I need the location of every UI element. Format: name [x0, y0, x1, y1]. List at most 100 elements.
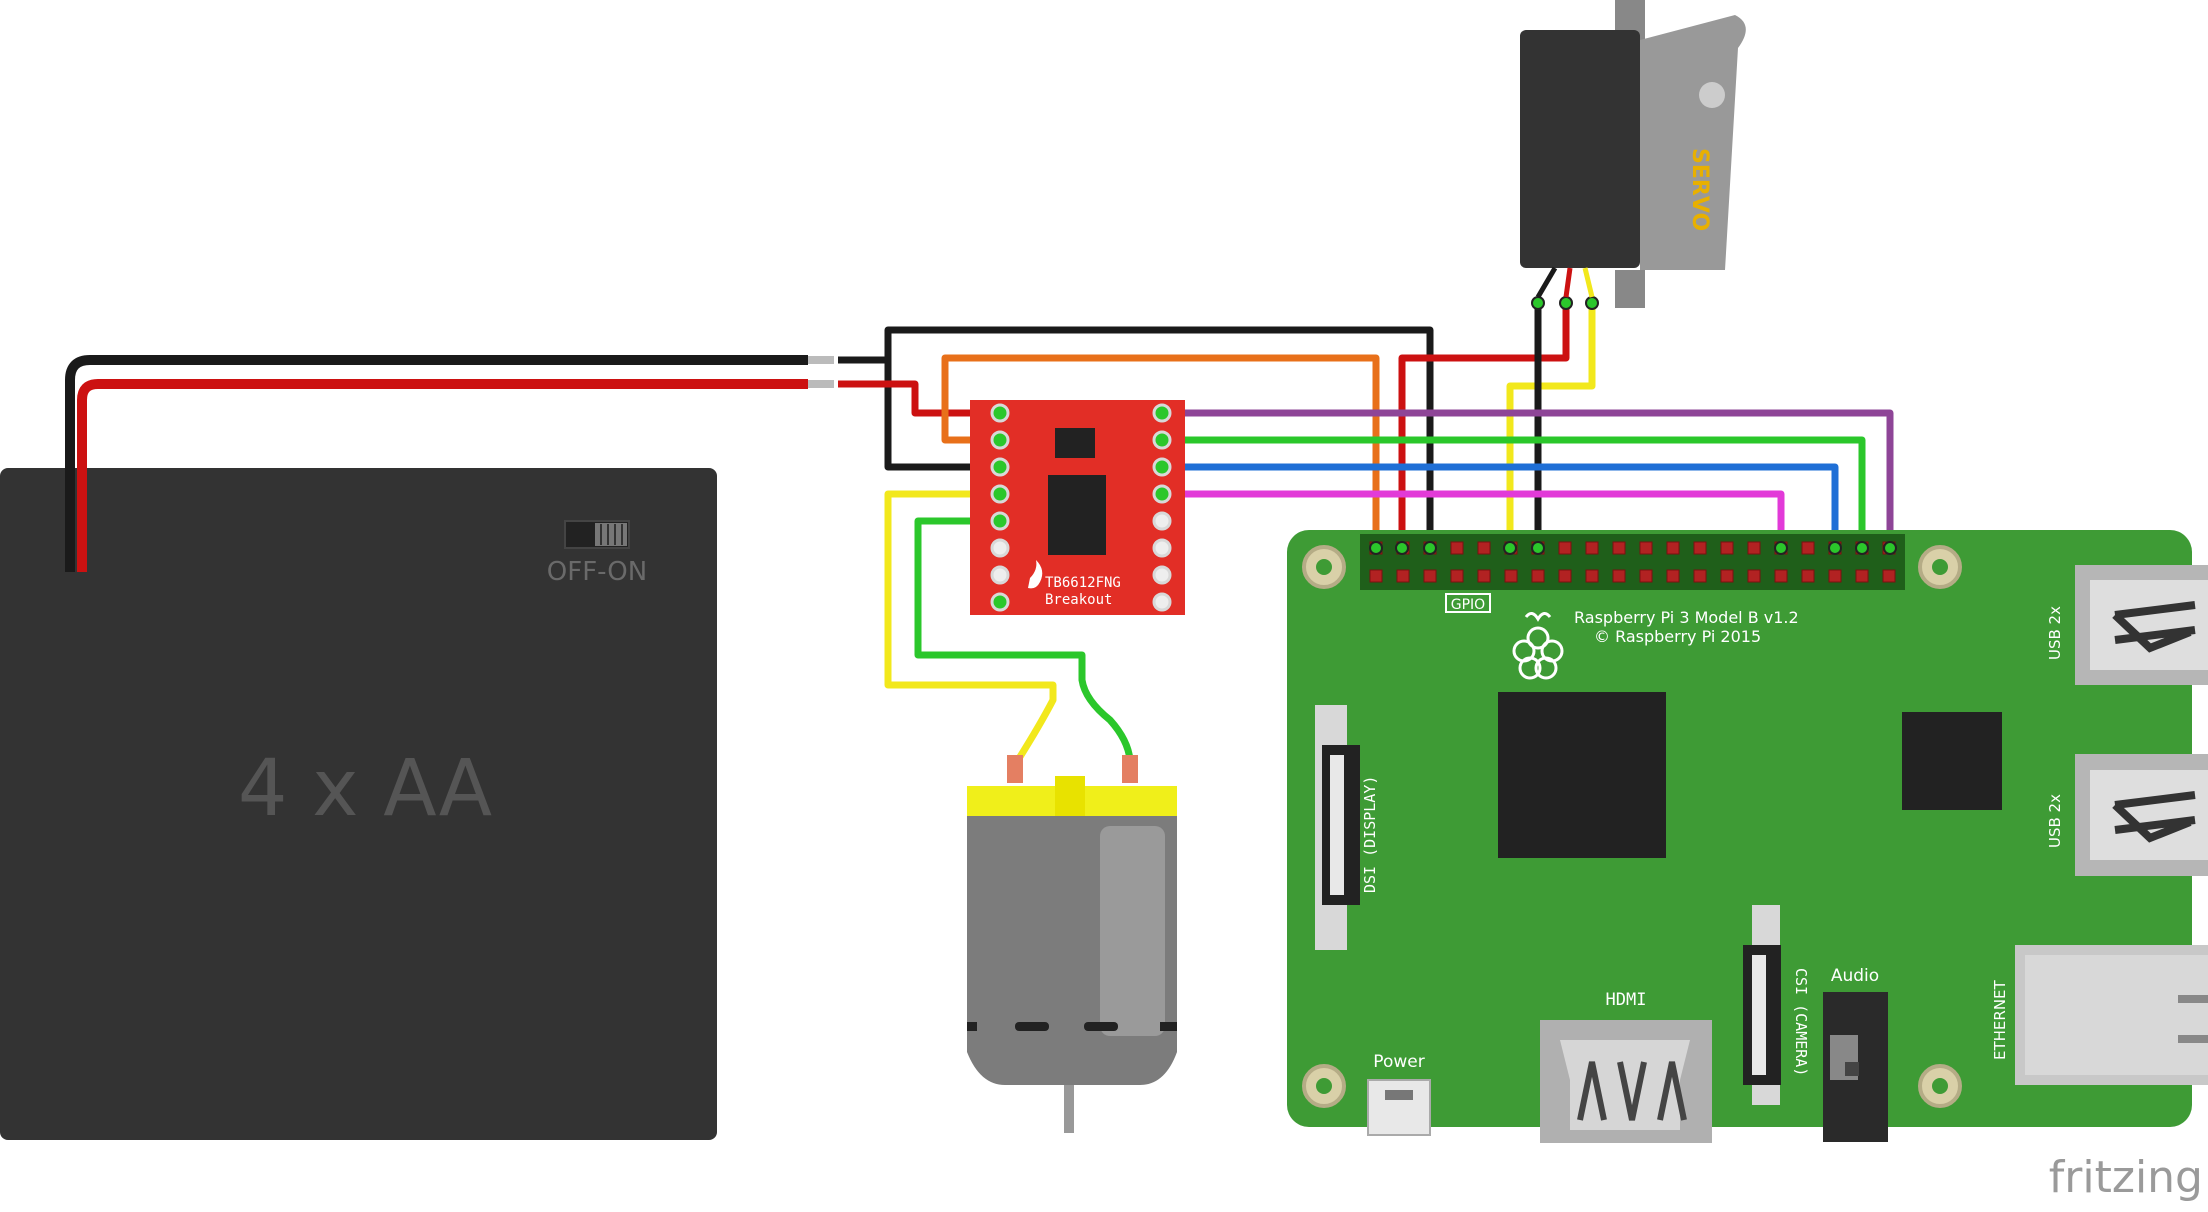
- lead-tip-red: [808, 380, 834, 388]
- power-label: Power: [1373, 1052, 1424, 1072]
- gpio-pin[interactable]: [1423, 569, 1437, 583]
- wire-green-motor: [914, 517, 1134, 761]
- wire-black-ground: [838, 326, 1434, 548]
- ethernet-label: ETHERNET: [1991, 979, 2009, 1060]
- usb-port-top[interactable]: [2075, 565, 2208, 685]
- servo-lead-yellow: [1582, 267, 1595, 298]
- motor-shaft: [1064, 1085, 1074, 1133]
- wire-black-ground-stub: [884, 360, 1000, 471]
- gpio-pin[interactable]: [1747, 541, 1761, 555]
- dc-motor: [967, 755, 1177, 1133]
- servo-lead-red: [1563, 267, 1573, 298]
- servo: SERVO: [1520, 0, 1746, 310]
- gpio-pin[interactable]: [1720, 541, 1734, 555]
- csi-label: CSI (CAMERA): [1792, 968, 1810, 1076]
- wire-green-pi: [1162, 436, 1866, 548]
- driver-name-line2: Breakout: [1045, 592, 1112, 608]
- gpio-pin[interactable]: [1477, 541, 1491, 555]
- motor-can-highlight: [1100, 826, 1165, 1036]
- gpio-pin[interactable]: [1450, 541, 1464, 555]
- power-port[interactable]: [1367, 1079, 1431, 1136]
- dsi-connector: [1315, 705, 1360, 950]
- pi-copyright-text: © Raspberry Pi 2015: [1594, 627, 1761, 646]
- lan-chip: [1902, 712, 2002, 810]
- hdmi-port[interactable]: [1540, 1020, 1712, 1143]
- wire-yellow-motor: [884, 490, 1057, 762]
- gpio-pin[interactable]: [1666, 569, 1680, 583]
- gpio-pin[interactable]: [1504, 569, 1518, 583]
- hdmi-label: HDMI: [1606, 990, 1647, 1010]
- gpio-pin[interactable]: [1828, 569, 1842, 583]
- battery-switch[interactable]: [564, 520, 630, 549]
- usb-label-top: USB 2x: [2046, 606, 2064, 660]
- gpio-pin[interactable]: [1531, 569, 1545, 583]
- motor-slot-2: [1084, 1022, 1118, 1031]
- gpio-pin[interactable]: [1666, 541, 1680, 555]
- gpio-pin[interactable]: [1558, 541, 1572, 555]
- driver-pins-right[interactable]: [1152, 403, 1172, 612]
- battery-body: [0, 468, 717, 1140]
- wire-red-5v: [1398, 303, 1570, 548]
- gpio-pin[interactable]: [1639, 569, 1653, 583]
- usb-port-bottom[interactable]: [2075, 754, 2208, 876]
- motor-slot-1: [1015, 1022, 1049, 1031]
- wire-red-vm: [838, 380, 1000, 417]
- motor-slot-3: [967, 1022, 977, 1031]
- motor-terminal-left: [1007, 755, 1023, 783]
- audio-label: Audio: [1831, 966, 1879, 986]
- gpio-pin[interactable]: [1774, 569, 1788, 583]
- raspberry-logo-icon: [1512, 612, 1564, 680]
- driver-name-line1: TB6612FNG: [1045, 575, 1121, 591]
- wire-orange: [941, 354, 1380, 548]
- battery-red-lead: [77, 379, 808, 572]
- gpio-pin[interactable]: [1558, 569, 1572, 583]
- pi-pcb: [1287, 530, 2192, 1127]
- driver-chip: [1048, 475, 1106, 555]
- gpio-pin[interactable]: [1639, 541, 1653, 555]
- motor-cap-tab: [1055, 776, 1085, 821]
- gpio-pin[interactable]: [1369, 569, 1383, 583]
- gpio-pin[interactable]: [1801, 569, 1815, 583]
- sparkfun-flame-icon: [1028, 560, 1043, 589]
- servo-lead-connectors[interactable]: [1531, 296, 1599, 310]
- servo-horn: [1640, 15, 1746, 270]
- gpio-pin[interactable]: [1585, 541, 1599, 555]
- gpio-label-box: [1445, 593, 1491, 613]
- wire-blue: [1162, 463, 1839, 548]
- soc-chip: [1498, 692, 1666, 858]
- battery-pack: OFF-ON 4 x AA: [0, 468, 717, 1140]
- gpio-pin[interactable]: [1801, 541, 1815, 555]
- gpio-pin[interactable]: [1747, 569, 1761, 583]
- gpio-pin[interactable]: [1612, 569, 1626, 583]
- lead-tip-black: [808, 356, 834, 364]
- gpio-pin[interactable]: [1612, 541, 1626, 555]
- gpio-pin[interactable]: [1855, 569, 1869, 583]
- gpio-pin[interactable]: [1882, 569, 1896, 583]
- gpio-header: [1360, 534, 1905, 590]
- gpio-pin[interactable]: [1450, 569, 1464, 583]
- audio-jack[interactable]: [1823, 992, 1888, 1142]
- csi-connector: [1743, 905, 1781, 1105]
- pi-model-text: Raspberry Pi 3 Model B v1.2: [1574, 608, 1799, 627]
- gpio-label: GPIO: [1451, 597, 1485, 613]
- gpio-pin[interactable]: [1585, 569, 1599, 583]
- motor-driver-board: TB6612FNG Breakout: [970, 400, 1185, 615]
- driver-pins-left[interactable]: [990, 403, 1010, 612]
- motor-terminal-right: [1122, 755, 1138, 783]
- gpio-pin[interactable]: [1693, 541, 1707, 555]
- gpio-pin[interactable]: [1477, 569, 1491, 583]
- gpio-pin[interactable]: [1720, 569, 1734, 583]
- usb-label-bottom: USB 2x: [2046, 794, 2064, 848]
- gpio-pin[interactable]: [1396, 569, 1410, 583]
- servo-horn-hole: [1699, 82, 1725, 108]
- battery-black-lead: [65, 355, 808, 572]
- servo-lead-black: [1535, 266, 1558, 299]
- dsi-label: DSI (DISPLAY): [1361, 776, 1379, 893]
- gpio-pin[interactable]: [1693, 569, 1707, 583]
- battery-switch-label: OFF-ON: [547, 557, 647, 587]
- wire-purple: [1162, 409, 1894, 548]
- wire-yellow-servo: [1506, 303, 1596, 548]
- servo-shaft-bottom: [1615, 270, 1645, 308]
- ethernet-port[interactable]: [2015, 945, 2208, 1085]
